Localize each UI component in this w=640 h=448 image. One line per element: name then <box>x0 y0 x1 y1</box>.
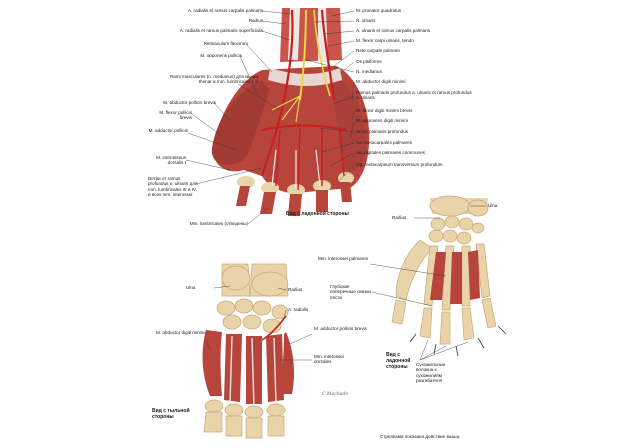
label-m-flexor-digiti-minimi: M. flexor digiti minimi brevis <box>356 108 413 113</box>
caption-bottom-view: Вид с тыльной стороны <box>152 408 190 420</box>
label-a-ulnaris: A. ulnaris et ramus carpalis palmaris <box>356 28 431 33</box>
label-rete-carpale: Rete carpale palmare <box>356 48 400 53</box>
label-m-pronator-quadratus: M. pronator quadratus <box>356 8 402 13</box>
label-right-deep-lig: Глубокие поперечные связки пясти <box>330 284 371 300</box>
label-lig-metacarpeum: Lig. metacarpeum transversum profundum <box>356 162 443 167</box>
artist-signature: C.Machado <box>322 392 349 397</box>
label-aa-metacarpales: Aa. metacarpales palmares <box>356 140 412 145</box>
label-retinaculum-flexorum: Retinaculum flexorum <box>203 41 248 46</box>
label-m-adductor-pollicis: M. adductor pollicis <box>148 128 188 133</box>
right-hand-illustration <box>391 195 507 357</box>
label-n-medianus: N. medianus <box>356 69 382 74</box>
label-m-abductor-digiti-minimi: M. abductor digiti minimi <box>356 79 406 84</box>
label-m-opponens-digiti-minimi: M. opponens digiti minimi <box>356 118 408 123</box>
label-aa-digitales: Aa. digitales palmares communes <box>356 150 425 155</box>
label-bottom-radius: Radius <box>288 287 303 292</box>
label-bottom-interossei: Mm. interossei dorsales <box>314 354 344 365</box>
label-rami-musculares: Rami musculares (n. medianus) для мышц t… <box>169 74 258 85</box>
caption-right-view: Вид с ладонной стороны <box>386 352 411 370</box>
top-hand-illustration <box>211 8 370 216</box>
label-bottom-abductor-dm: M. abductor digiti minimi <box>156 330 206 335</box>
label-bottom-ulna: Ulna <box>186 285 196 290</box>
label-right-vaginae: Сухожильные волокна к сухожилиям разгиба… <box>416 362 446 384</box>
label-m-opponens-pollicis: M. opponens pollicis <box>200 53 242 58</box>
label-mm-lumbricales: Mm. lumbricales (отведены) <box>189 221 248 226</box>
label-right-radius: Radius <box>392 215 407 220</box>
label-arcus-palmaris: Arcus palmaris profundus <box>356 129 409 134</box>
label-right-interossei: Mm. interossei palmares <box>318 256 369 261</box>
label-m-flexor-carpi-ulnaris: M. flexor carpi ulnaris, tendo <box>356 38 414 43</box>
label-m-abductor-pollicis-brevis: M. abductor pollicis brevis <box>163 100 216 105</box>
bottom-hand-illustration <box>202 263 294 439</box>
label-right-ulna: Ulna <box>488 203 498 208</box>
label-a-radialis-superficialis: A. radialis et ramus palmaris superficia… <box>179 28 263 33</box>
label-radius: Radius <box>248 18 263 23</box>
label-bottom-a-radialis: A. radialis <box>288 307 309 312</box>
label-n-ulnaris: N. ulnaris <box>356 18 376 23</box>
label-ramus-palmaris-profundus: Ramus palmaris profundus a. ulnaris et r… <box>356 90 472 101</box>
label-a-radialis-carpalis: A. radialis et ramus carpalis palmaris <box>187 8 263 13</box>
leader-lines <box>185 10 486 361</box>
footer-note: Стрелками показано действие мышц <box>380 434 460 439</box>
caption-top-view: Вид с ладонной стороны <box>286 211 349 217</box>
label-os-pisiforme: Os pisiforme <box>356 59 382 64</box>
label-m-interosseus-dorsalis: M. interosseus dorsalis I <box>156 155 186 166</box>
label-bottom-adductor-pb: M. adductor pollicis brevis <box>314 326 367 331</box>
label-rami-profundus-ulnaris: Ветви от ramus profundus n. ulnaris для … <box>148 176 198 198</box>
label-m-flexor-pollicis-brevis: M. flexor pollicis brevis <box>159 110 192 121</box>
